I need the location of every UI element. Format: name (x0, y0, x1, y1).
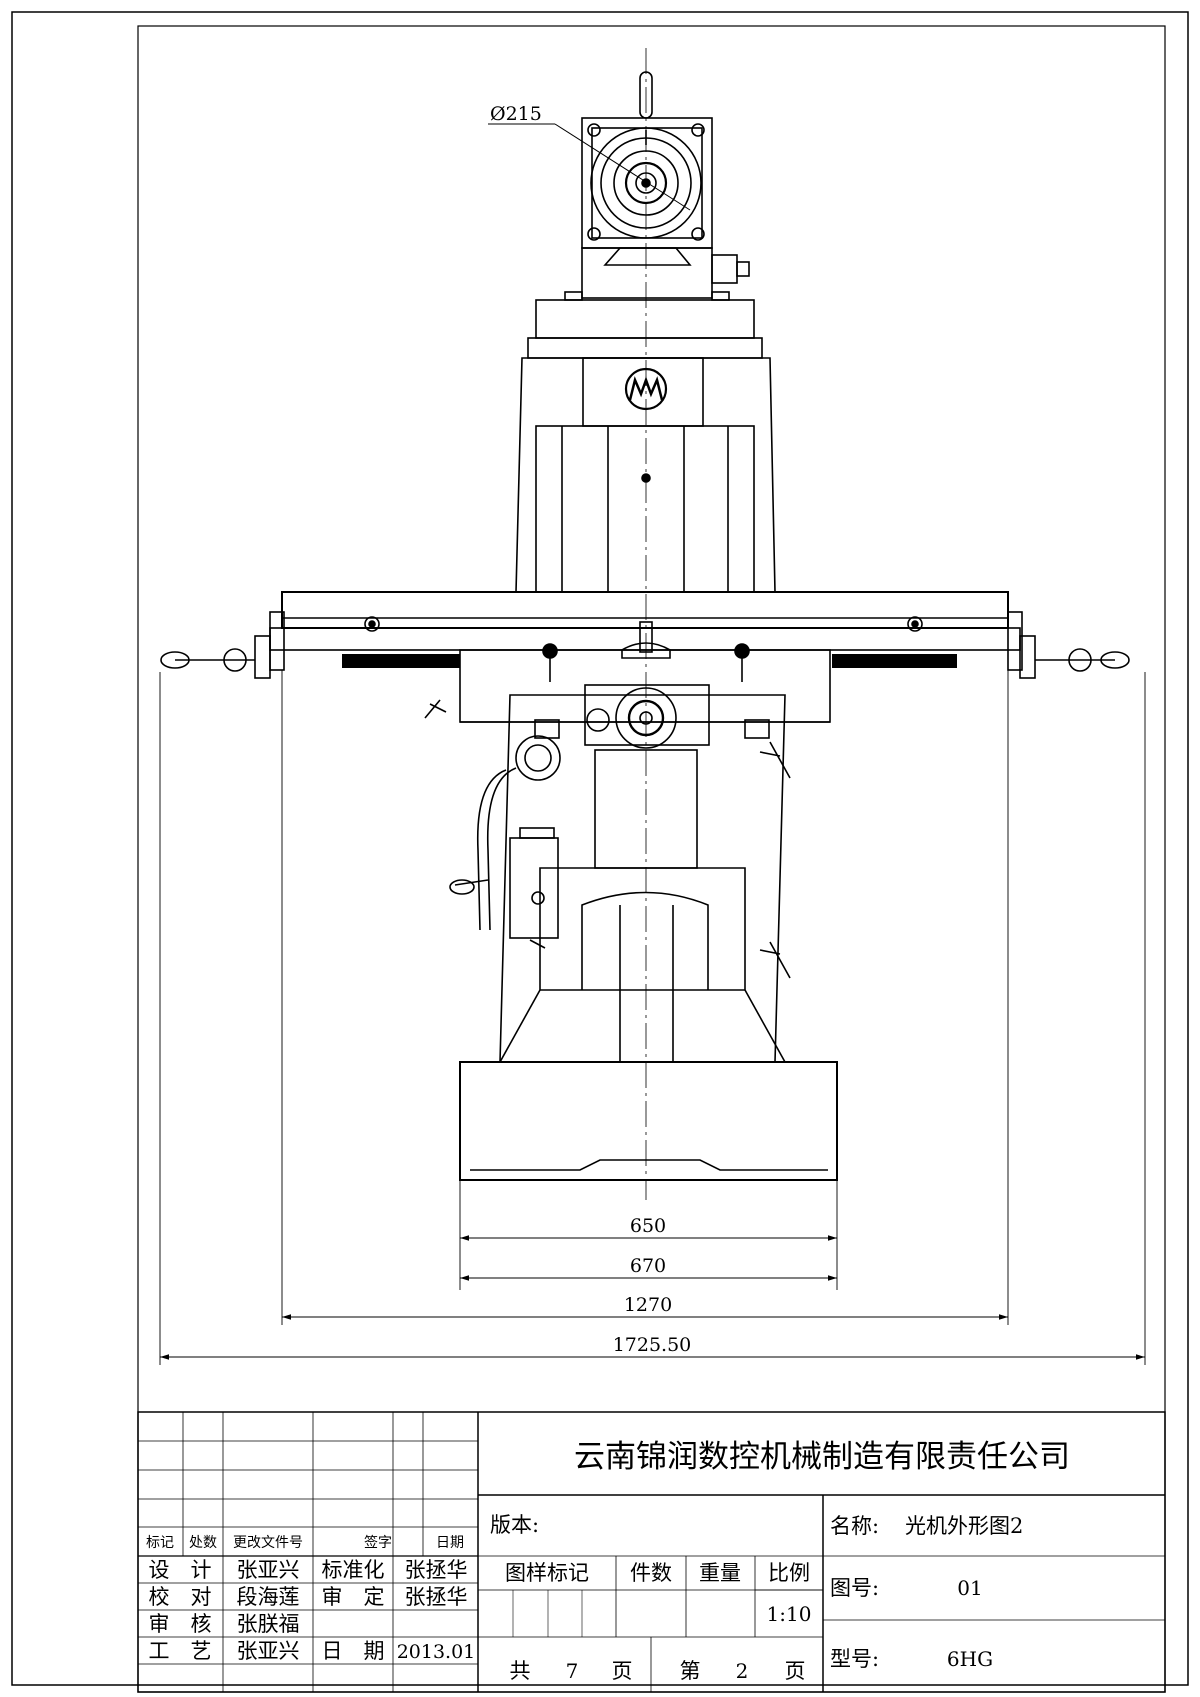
quantity-label: 件数 (630, 1561, 672, 1585)
review-label: 审 核 (149, 1612, 212, 1636)
title-block (137, 1411, 1166, 1693)
date-value: 2013.01 (397, 1641, 476, 1663)
rev-header-doc: 更改文件号 (233, 1535, 303, 1551)
check-label: 校 对 (149, 1585, 212, 1609)
standard-label: 标准化 (322, 1558, 385, 1582)
page-unit-1: 页 (612, 1659, 633, 1683)
milling-machine (159, 48, 1146, 1365)
total-label: 共 (510, 1659, 531, 1683)
total-pages: 7 (566, 1659, 579, 1683)
name-label: 名称: (830, 1514, 879, 1538)
check-name: 段海莲 (237, 1585, 300, 1609)
standard-name: 张拯华 (405, 1558, 468, 1582)
model-value: 6HG (947, 1647, 993, 1671)
design-label: 设 计 (149, 1558, 212, 1582)
process-label: 工 艺 (149, 1639, 212, 1663)
scale-label: 比例 (768, 1561, 810, 1585)
dimension-labels: Ø215 650 670 1270 1725.50 (490, 103, 691, 1356)
sheet-label: 第 (680, 1659, 701, 1683)
dim-diameter-215: Ø215 (490, 103, 542, 125)
title-block-text: 云南锦润数控机械制造有限责任公司 标记 处数 更改文件号 签字 日期 设 计 张… (146, 1439, 1070, 1683)
drawing-no-label: 图号: (830, 1576, 879, 1600)
approve-name: 张拯华 (405, 1585, 468, 1609)
rev-header-sign: 签字 (364, 1534, 392, 1551)
scale-value: 1:10 (767, 1602, 812, 1626)
weight-label: 重量 (699, 1561, 741, 1585)
outer-border (11, 11, 1189, 1686)
rev-header-date: 日期 (436, 1535, 464, 1551)
dim-1270: 1270 (624, 1294, 672, 1316)
dim-670: 670 (630, 1255, 666, 1277)
page-unit-2: 页 (785, 1659, 806, 1683)
approve-label: 审 定 (322, 1585, 385, 1609)
design-name: 张亚兴 (237, 1558, 300, 1582)
process-name: 张亚兴 (237, 1639, 300, 1663)
review-name: 张朕福 (237, 1612, 300, 1636)
sheet-number: 2 (736, 1659, 749, 1683)
date-label: 日 期 (322, 1639, 385, 1663)
version-label: 版本: (490, 1513, 539, 1537)
dimension-lines (160, 1235, 1145, 1360)
model-label: 型号: (830, 1647, 879, 1671)
rev-header-mark: 标记 (146, 1535, 174, 1551)
sample-mark-label: 图样标记 (505, 1561, 589, 1585)
drawing-no-value: 01 (957, 1576, 982, 1600)
dim-650: 650 (630, 1215, 666, 1237)
dim-1725-50: 1725.50 (613, 1334, 692, 1356)
name-value: 光机外形图2 (905, 1514, 1023, 1538)
rev-header-count: 处数 (189, 1535, 217, 1551)
company-name: 云南锦润数控机械制造有限责任公司 (574, 1439, 1070, 1475)
